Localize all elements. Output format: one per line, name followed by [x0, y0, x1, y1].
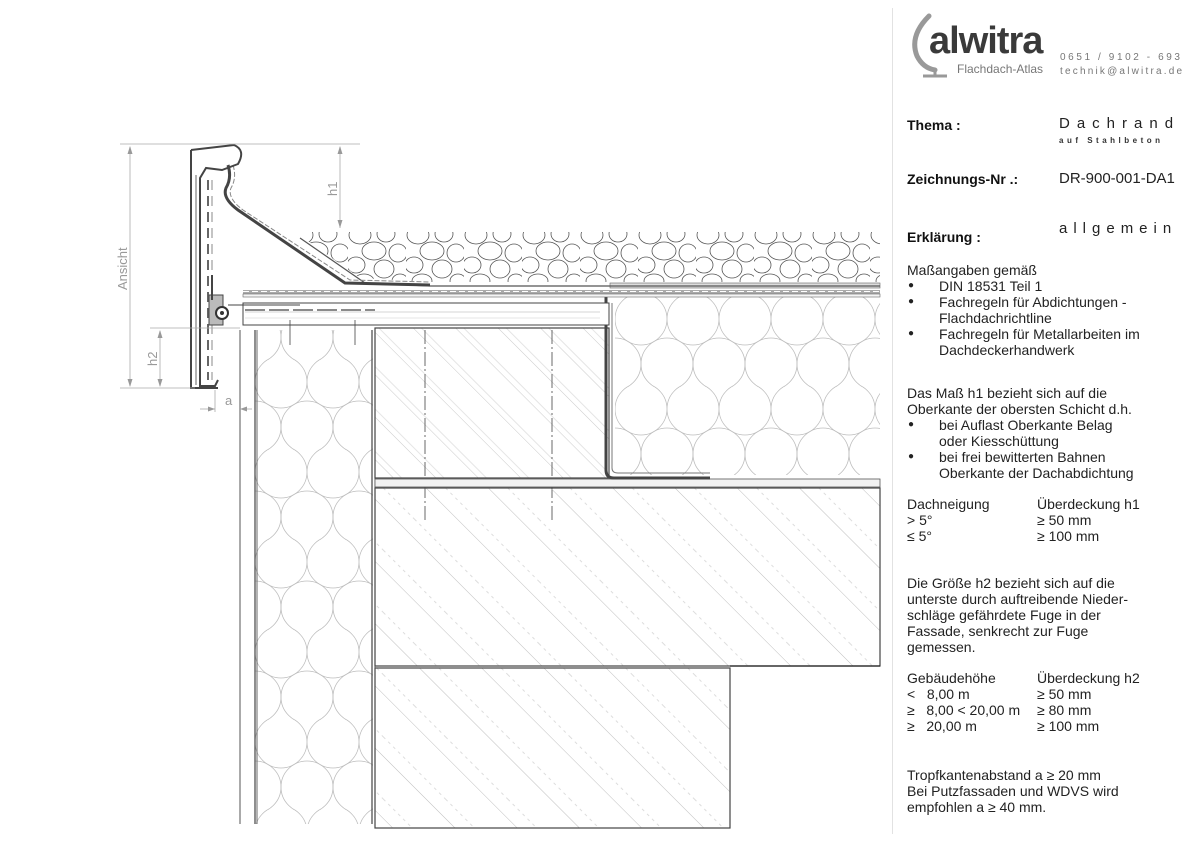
drip-edge-line: Tropfkantenabstand a ≥ 20 mm: [907, 767, 1101, 783]
h2-table-cell: ≥ 20,00 m: [907, 718, 977, 734]
h2-intro: Die Größe h2 bezieht sich auf die unters…: [907, 575, 1129, 655]
h2-table-header: Überdeckung h2: [1037, 670, 1140, 686]
dim-h2-label: h2: [145, 352, 160, 366]
h2-table-cell: ≥ 50 mm: [1037, 686, 1092, 702]
dim-ansicht-label: Ansicht: [115, 247, 130, 290]
dimensions-source-item: Fachregeln für Abdichtungen - Flachdachr…: [907, 294, 1189, 326]
h1-section: Das Maß h1 bezieht sich auf die Oberkant…: [907, 385, 1167, 481]
explanation-label: Erklärung :: [907, 229, 981, 245]
dim-a-label: a: [225, 393, 233, 408]
coping-profile: [190, 143, 243, 387]
h1-intro: Das Maß h1 bezieht sich auf die Oberkant…: [907, 385, 1132, 417]
thema-label: Thema :: [907, 117, 961, 133]
thema-subvalue: auf Stahlbeton: [1059, 136, 1164, 145]
drawing-number-value: DR-900-001-DA1: [1059, 170, 1175, 187]
h1-case-item: bei Auflast Oberkante Belag oder Kiessch…: [907, 417, 1157, 449]
globe-arc-icon: [912, 13, 947, 78]
timber-block: [374, 327, 610, 479]
title-block: alwitra Flachdach-Atlas 0651 / 9102 - 69…: [893, 0, 1191, 842]
dimensions-source-item: DIN 18531 Teil 1: [907, 278, 1189, 294]
drip-edge-section: Tropfkantenabstand a ≥ 20 mm Bei Putzfas…: [907, 767, 1189, 815]
dim-h1-label: h1: [325, 182, 340, 196]
h1-table-cell: ≥ 100 mm: [1037, 528, 1100, 544]
contact-phone: 0651 / 9102 - 693: [1060, 52, 1183, 63]
dimensions-section: Maßangaben gemäß DIN 18531 Teil 1 Fachre…: [907, 262, 1189, 358]
detail-drawing: Ansicht h1 h2 a: [115, 143, 881, 829]
facade-insulation: [255, 330, 373, 824]
concrete-wall: [374, 667, 731, 829]
h2-table-cell: ≥ 100 mm: [1037, 718, 1100, 734]
dimension-annotations: [120, 143, 360, 412]
h1-table: Dachneigung Überdeckung h1 > 5° ≥ 50 mm ≤ …: [907, 496, 1140, 544]
panel-divider: [892, 8, 893, 834]
alwitra-logo: alwitra Flachdach-Atlas: [907, 12, 1047, 82]
gravel-layer: [295, 232, 880, 282]
contact-email[interactable]: technik@alwitra.de: [1060, 66, 1185, 77]
dimensions-source-item: Fachregeln für Metallarbeiten im Dachdec…: [907, 326, 1189, 358]
concrete-slab: [374, 487, 881, 667]
explanation-value: allgemein: [1059, 220, 1178, 237]
drip-edge-line: Bei Putzfassaden und WDVS wird: [907, 783, 1119, 799]
h2-table-cell: < 8,00 m: [907, 686, 970, 702]
roof-insulation: [615, 297, 880, 475]
dimensions-intro: Maßangaben gemäß: [907, 262, 1037, 278]
h2-table: Gebäudehöhe Überdeckung h2 < 8,00 m ≥ 50 m…: [907, 670, 1140, 734]
h1-table-cell: > 5°: [907, 512, 933, 528]
h1-table-header: Überdeckung h1: [1037, 496, 1140, 512]
thema-value: Dachrand: [1059, 115, 1181, 132]
h1-table-cell: ≥ 50 mm: [1037, 512, 1092, 528]
logo-subtitle: Flachdach-Atlas: [957, 62, 1044, 76]
h1-table-header: Dachneigung: [907, 496, 990, 512]
h1-table-cell: ≤ 5°: [907, 528, 932, 544]
drawing-number-label: Zeichnungs-Nr .:: [907, 171, 1019, 187]
logo-wordmark: alwitra: [929, 20, 1043, 62]
h2-table-header: Gebäudehöhe: [907, 670, 996, 686]
drip-edge-line: empfohlen a ≥ 40 mm.: [907, 799, 1047, 815]
h1-case-item: bei frei bewitterten Bahnen Oberkante de…: [907, 449, 1157, 481]
h2-table-cell: ≥ 80 mm: [1037, 702, 1092, 718]
h2-table-cell: ≥ 8,00 < 20,00 m: [907, 702, 1021, 718]
